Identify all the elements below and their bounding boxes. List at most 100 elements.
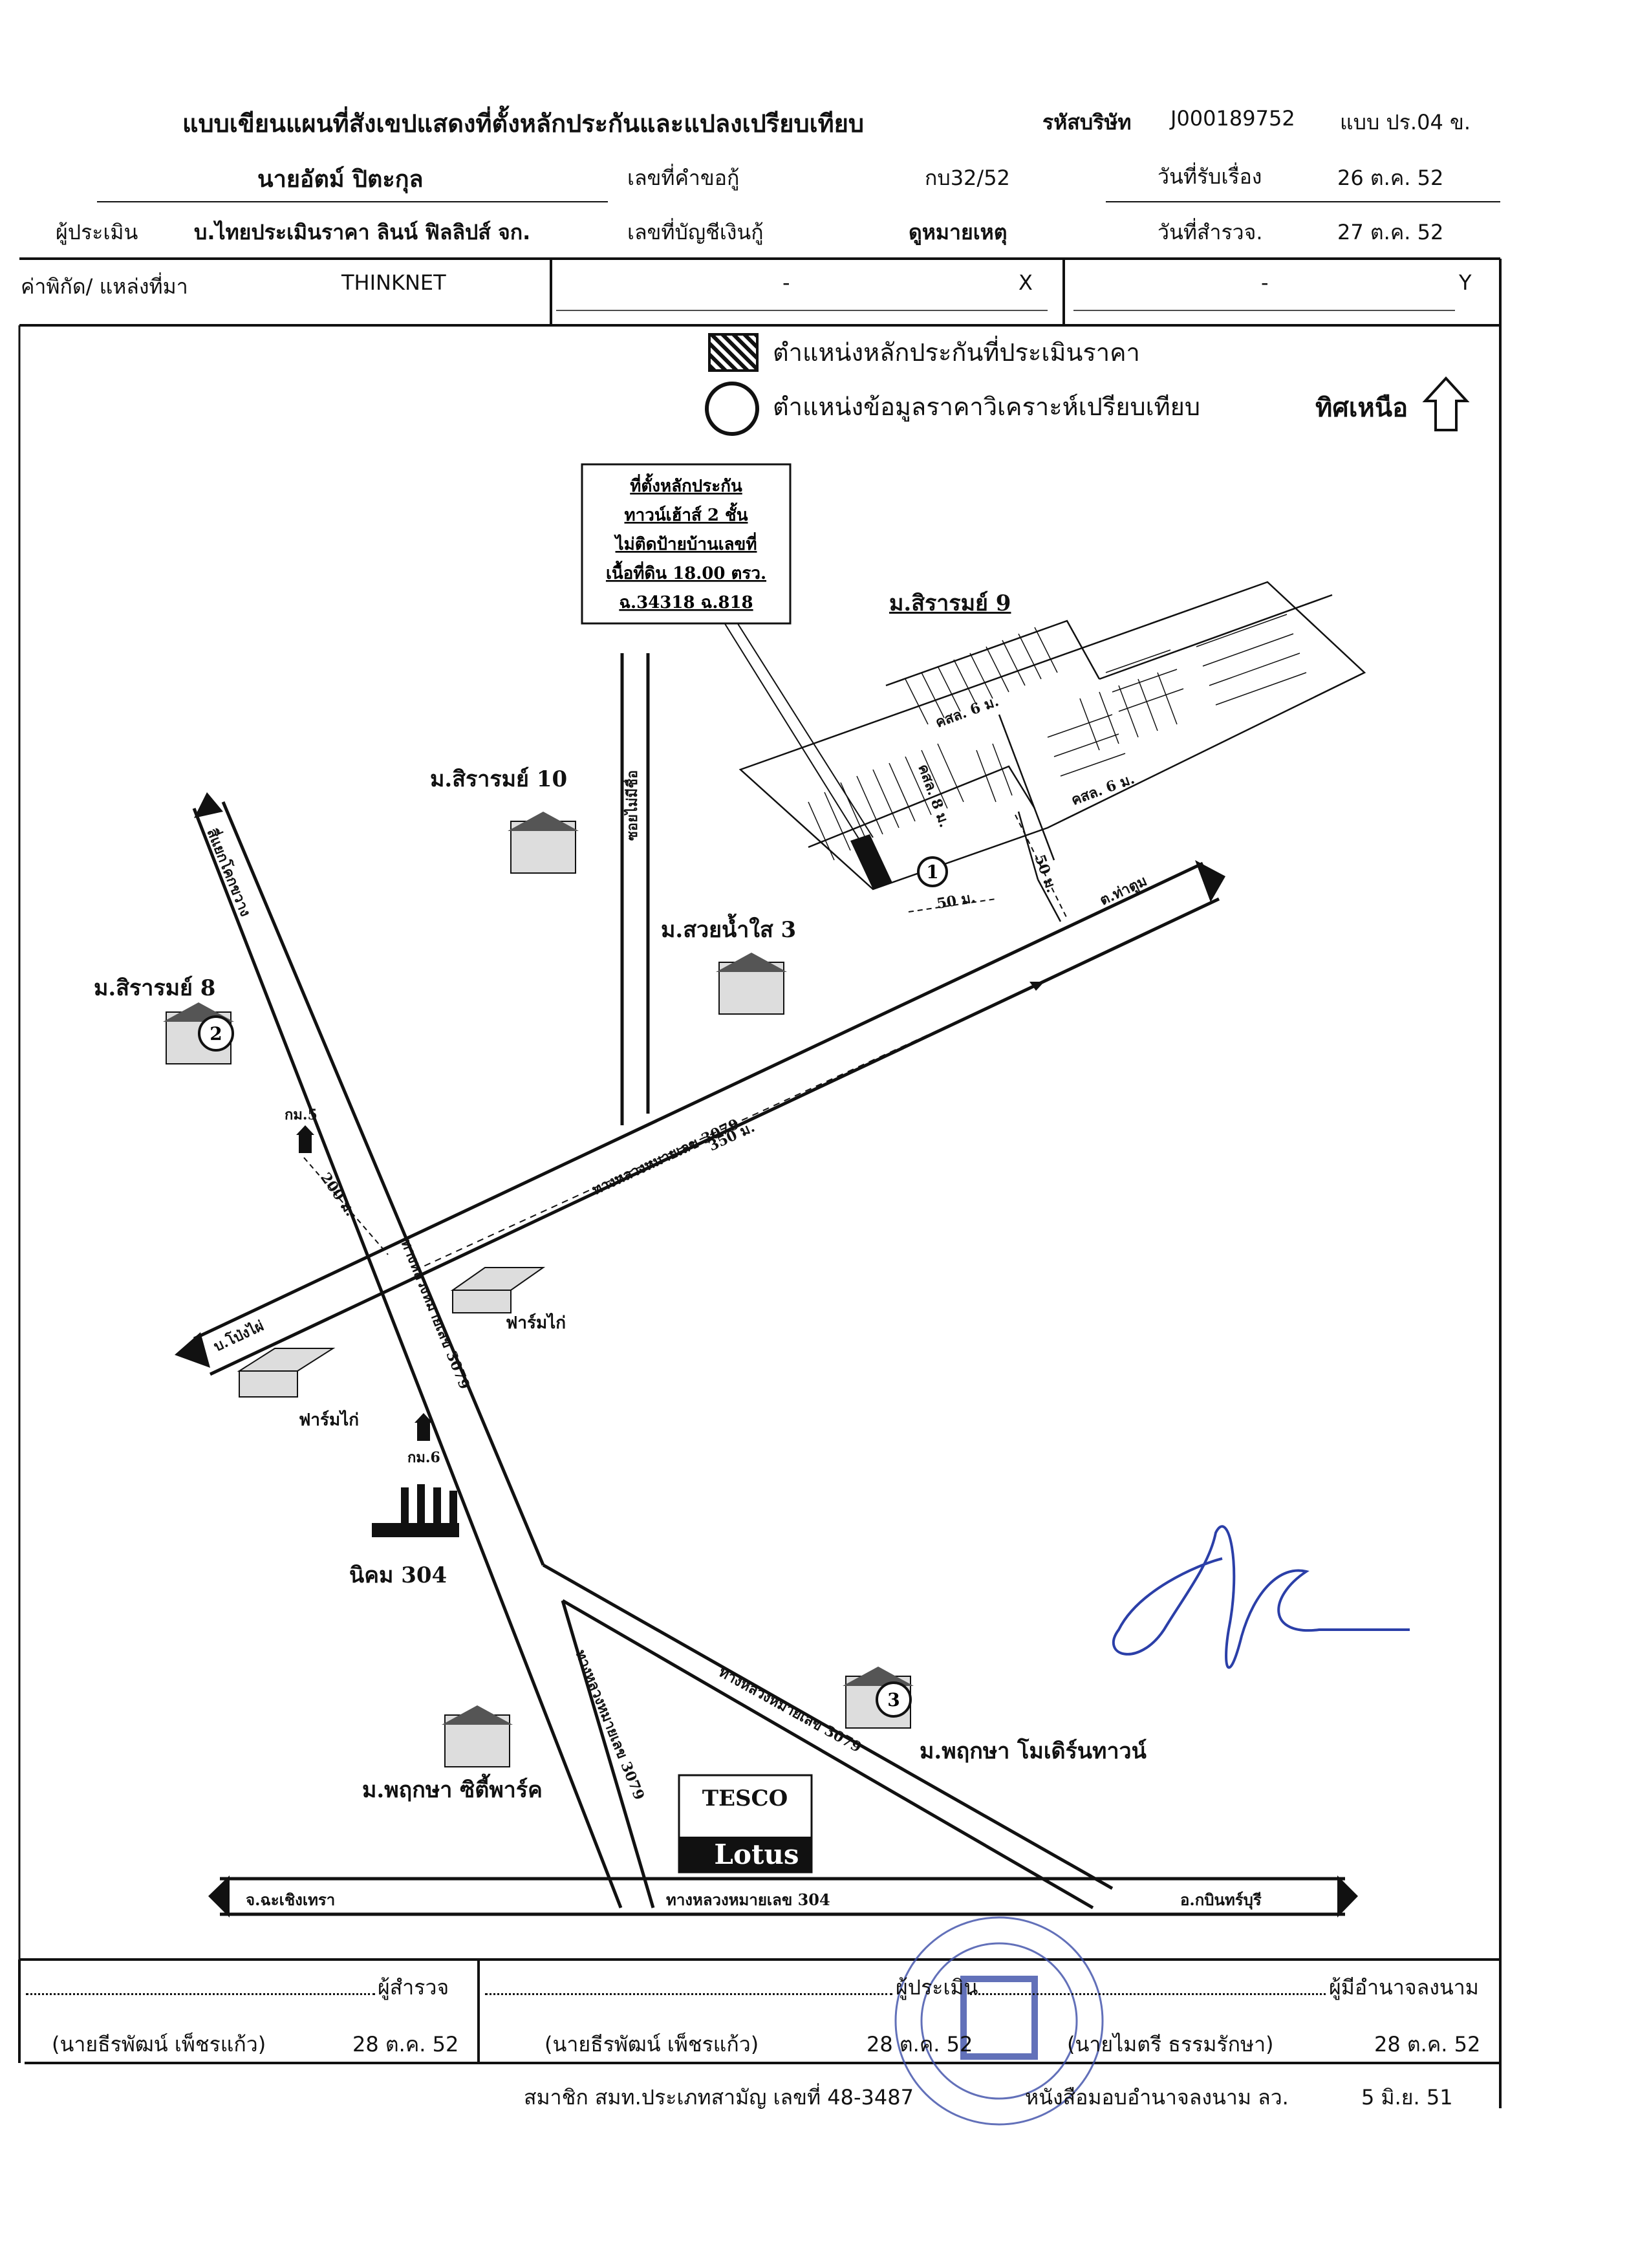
arrow-chachoengsao xyxy=(208,1875,230,1917)
company-code: J000189752 xyxy=(1170,106,1295,131)
coord-label: ค่าพิกัด/ แหล่งที่มา xyxy=(21,274,188,299)
village-9-plan xyxy=(738,581,1366,922)
village-10-label: ม.สิรารมย์ 10 xyxy=(430,766,568,792)
alley-label: คสล. 6 ม. xyxy=(1069,770,1137,808)
x-label: X xyxy=(1018,270,1033,295)
survey-label: วันที่สำรวจ. xyxy=(1158,220,1263,244)
surveyor-date: 28 ต.ค. 52 xyxy=(352,2032,459,2057)
collateral-callout-box xyxy=(581,463,792,625)
highway-3079-south-road xyxy=(192,801,1114,1910)
distance-200-line xyxy=(303,1157,389,1255)
appraiser-date: 28 ต.ค. 52 xyxy=(867,2032,973,2057)
arrow-ban-pong-pai xyxy=(175,1332,210,1368)
signature-dots xyxy=(970,1993,1326,1995)
y-value: - xyxy=(1261,270,1269,295)
alley-label: คสล. 8 ม. xyxy=(914,762,953,830)
signer-name: (นายไมตรี ธรรมรักษา) xyxy=(1067,2032,1274,2057)
x-value: - xyxy=(782,270,790,295)
form-frame xyxy=(18,201,1502,2108)
company-stamp xyxy=(894,1916,1104,2126)
tha-tum-label: ต.ท่าตูม xyxy=(1097,872,1150,909)
signer-date: 28 ต.ค. 52 xyxy=(1374,2032,1481,2057)
callout-text: ที่ตั้งหลักประกัน ทาวน์เฮ้าส์ 2 ชั้น ไม่… xyxy=(606,473,766,612)
callout-line: ฉ.34318 ฉ.818 xyxy=(619,593,753,612)
callout-leader-1 xyxy=(724,622,861,841)
callout-line: ไม่ติดป้ายบ้านเลขที่ xyxy=(614,532,757,554)
km6-label: กม.6 xyxy=(407,1449,440,1466)
member-line: สมาชิก สมท.ประเภทสามัญ เลขที่ 48-3487 xyxy=(524,2085,914,2110)
received-label: วันที่รับเรื่อง xyxy=(1158,164,1262,189)
alley-label: คสล. 6 ม. xyxy=(933,693,1001,731)
comparable-2-number: 2 xyxy=(210,1023,222,1044)
request-no-label: เลขที่คำขอกู้ xyxy=(627,166,740,190)
comparable-3-number: 3 xyxy=(887,1689,900,1711)
arrow-kabin xyxy=(1337,1875,1358,1917)
tesco-label: TESCO xyxy=(702,1786,788,1811)
loan-account-label: เลขที่บัญชีเงินกู้ xyxy=(627,220,764,244)
farm-label-2: ฟาร์มไก่ xyxy=(299,1410,359,1430)
loan-account: ดูหมายเหตุ xyxy=(909,220,1008,244)
distance-350-line xyxy=(413,982,1042,1271)
prachinburi-label: อ.กบินทร์บุรี xyxy=(1180,1890,1262,1909)
farm-label-1: ฟาร์มไก่ xyxy=(506,1313,566,1333)
distance-label: 50 ม. xyxy=(936,889,977,913)
form-title: แบบเขียนแผนที่สังเขปแสดงที่ตั้งหลักประกั… xyxy=(182,109,864,138)
y-label: Y xyxy=(1459,270,1472,295)
company-code-label: รหัสบริษัท xyxy=(1042,110,1132,135)
km-post-icon xyxy=(296,1125,433,1441)
auth-date: 5 มิ.ย. 51 xyxy=(1361,2085,1453,2110)
pruksa-citypark-label: ม.พฤกษา ซิตี้พาร์ค xyxy=(362,1777,543,1803)
request-no: กบ32/52 xyxy=(925,166,1010,190)
arrow-kok-kwang xyxy=(194,792,223,818)
signature xyxy=(1112,1525,1410,1669)
ban-pong-pai-label: บ.โป่งไผ่ xyxy=(211,1317,266,1355)
auth-line: หนังสือมอบอำนาจลงนาม ลว. xyxy=(1025,2085,1289,2110)
distance-label: 50 ม. xyxy=(1031,852,1060,895)
comparable-legend-label: ตำแหน่งข้อมูลราคาวิเคราะห์เปรียบเทียบ xyxy=(773,393,1201,421)
surveyor-name: (นายธีรพัฒน์ เพ็ชรแก้ว) xyxy=(52,2032,266,2057)
appraiser-name: (นายธีรพัฒน์ เพ็ชรแก้ว) xyxy=(544,2032,759,2057)
appraiser-company: บ.ไทยประเมินราคา ลินน์ ฟิลลิปส์ จก. xyxy=(194,220,531,244)
north-label: ทิศเหนือ xyxy=(1315,393,1408,423)
signer-role: ผู้มีอำนาจลงนาม xyxy=(1329,1975,1479,2000)
unnamed-soi-road xyxy=(620,653,650,1125)
coord-source: THINKNET xyxy=(341,270,446,295)
highway-3079-label: ทางหลวงหมายเลข 3079 xyxy=(572,1648,647,1803)
suay-nam-sai-label: ม.สวยน้ำใส 3 xyxy=(661,917,797,943)
comparable-legend-circle xyxy=(705,382,759,436)
appraiser-role: ผู้ประเมิน xyxy=(896,1975,978,2000)
arrow-tha-tum xyxy=(1195,860,1225,902)
signature-dots xyxy=(485,1993,892,1995)
arrow-350-end xyxy=(1029,982,1044,991)
factory-icon xyxy=(372,1484,459,1537)
collateral-legend-label: ตำแหน่งหลักประกันที่ประเมินราคา xyxy=(773,338,1140,367)
collateral-marker xyxy=(850,834,892,889)
farm-icon xyxy=(237,1267,546,1398)
collateral-legend-swatch xyxy=(708,333,759,372)
village-8-label: ม.สิรารมย์ 8 xyxy=(94,975,216,1001)
survey-date: 27 ต.ค. 52 xyxy=(1337,220,1444,244)
callout-line: ที่ตั้งหลักประกัน xyxy=(630,473,742,496)
callout-line: เนื้อที่ดิน 18.00 ตรว. xyxy=(606,560,766,583)
north-arrow-icon xyxy=(1422,376,1470,431)
appraiser-label: ผู้ประเมิน xyxy=(56,220,138,244)
highway-304-label: ทางหลวงหมายเลข 304 xyxy=(666,1890,830,1909)
surveyor-role: ผู้สำรวจ xyxy=(378,1975,449,2000)
nikhom-label: นิคม 304 xyxy=(349,1562,447,1588)
distance-50a-line xyxy=(908,898,997,913)
received-date: 26 ต.ค. 52 xyxy=(1337,166,1444,190)
village-9-lots xyxy=(808,614,1307,861)
highway-3079-label: ทางหลวงหมายเลข 3079 xyxy=(397,1237,473,1392)
comparable-1-number: 1 xyxy=(926,861,938,883)
chachoengsao-label: จ.ฉะเชิงเทรา xyxy=(246,1890,336,1909)
highway-3079-road xyxy=(193,861,1220,1376)
pruksa-modern-label: ม.พฤกษา โมเดิร์นทาวน์ xyxy=(920,1738,1147,1764)
km5-label: กม.5 xyxy=(285,1107,318,1123)
signature-dots xyxy=(26,1993,375,1995)
form-code: แบบ ปร.04 ข. xyxy=(1340,110,1471,135)
soi-label: ซอยไม่มีชื่อ xyxy=(621,770,641,841)
village-9-label: ม.สิรารมย์ 9 xyxy=(889,590,1011,616)
highway-3079-label: ทางหลวงหมายเลข 3079 xyxy=(590,1116,742,1198)
callout-line: ทาวน์เฮ้าส์ 2 ชั้น xyxy=(625,502,748,525)
